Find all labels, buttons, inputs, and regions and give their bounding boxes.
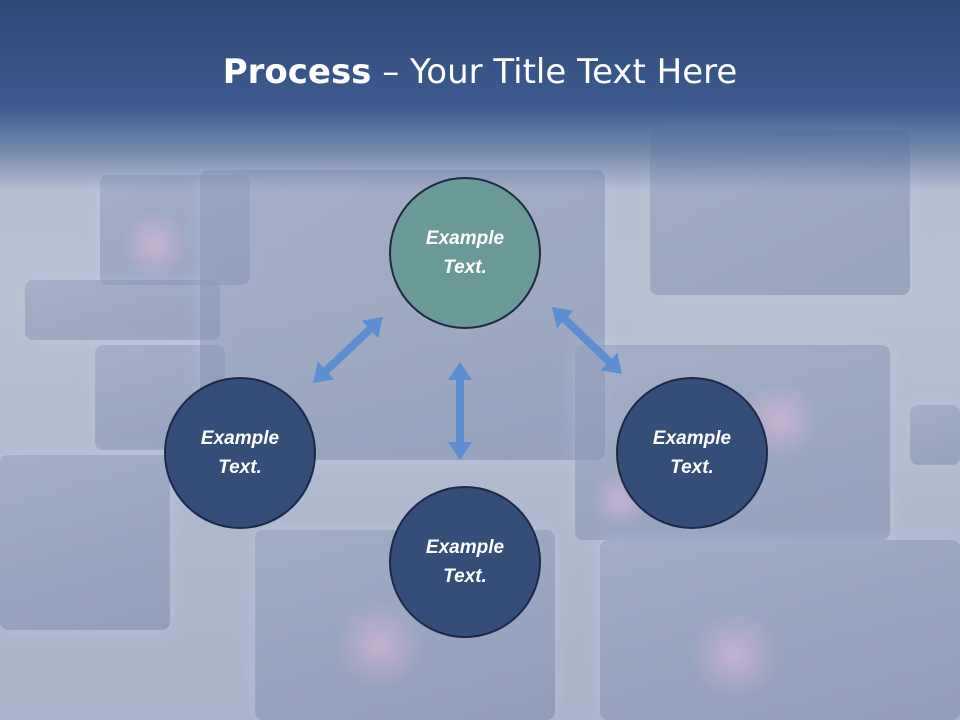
arrow-top-left <box>313 317 383 383</box>
node-left-label: Example Text. <box>200 428 280 478</box>
title-bar <box>0 0 960 190</box>
node-right-label: Example Text. <box>652 428 732 478</box>
node-bottom: Example Text. <box>389 486 541 638</box>
background-panel <box>600 540 960 720</box>
background-panel <box>25 280 220 340</box>
node-left: Example Text. <box>164 377 316 529</box>
node-top: Example Text. <box>389 177 541 329</box>
background-glow <box>120 210 190 280</box>
slide-title: Process – Your Title Text Here <box>0 52 960 92</box>
background-panel <box>0 455 170 630</box>
node-right: Example Text. <box>616 377 768 529</box>
arrow-top-right <box>552 307 622 374</box>
title-bold: Process <box>222 52 372 92</box>
background-glow <box>690 610 780 700</box>
title-rest: – Your Title Text Here <box>371 52 738 92</box>
arrow-center-vertical <box>448 362 472 460</box>
background-panel <box>910 405 960 465</box>
node-bottom-label: Example Text. <box>425 537 505 587</box>
node-top-label: Example Text. <box>425 228 505 278</box>
